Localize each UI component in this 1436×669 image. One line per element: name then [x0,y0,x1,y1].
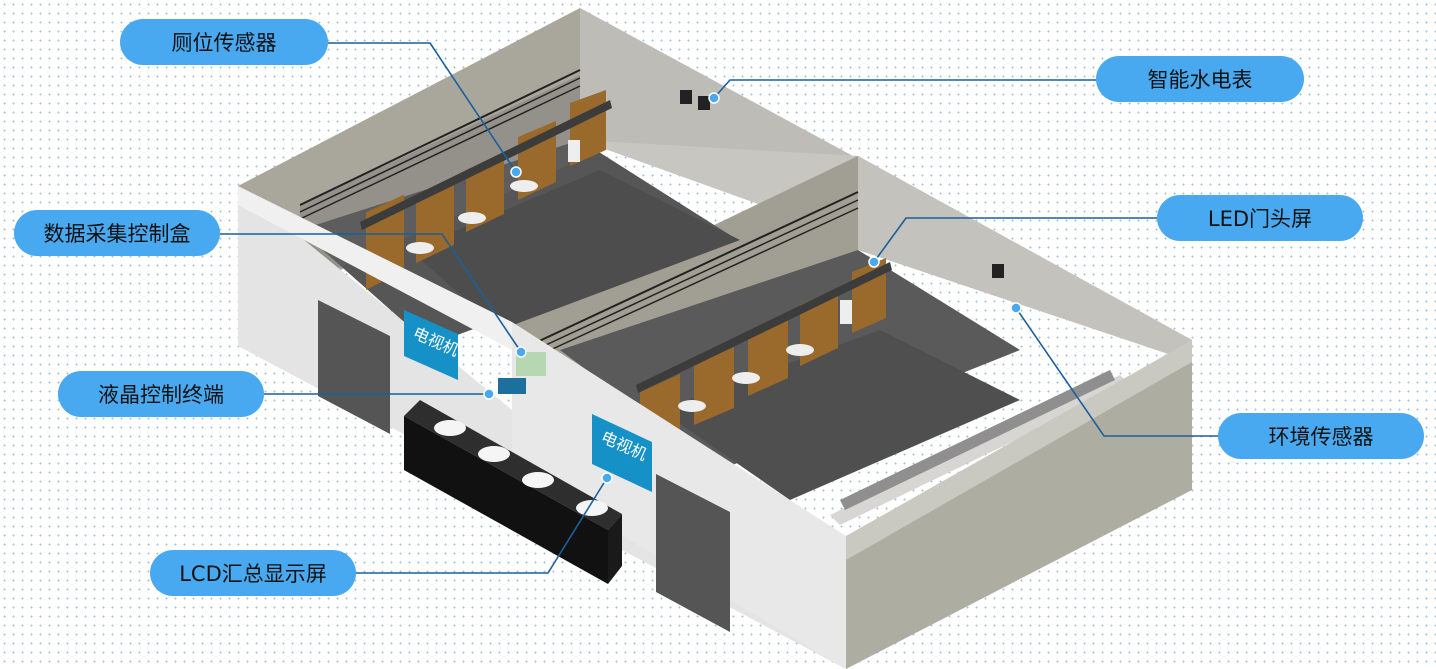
lcd-terminal-device [498,378,526,394]
stalls-lower [519,191,1130,525]
callout-lcd-display: LCD汇总显示屏 [150,550,356,596]
leader-dots [483,92,1022,484]
callout-water-meter: 智能水电表 [1096,56,1304,102]
callout-data-box: 数据采集控制盒 [14,210,220,256]
callout-toilet-sensor: 厕位传感器 [120,19,328,65]
env-sensor-device [992,264,1004,278]
callout-env-sensor: 环境传感器 [1218,413,1424,459]
sink-counter [404,400,622,584]
leader-lines [220,42,1218,574]
meter-device-2 [698,96,710,110]
callout-lcd-terminal: 液晶控制终端 [58,371,264,417]
meter-device [680,90,692,104]
entrance-doors [318,300,730,632]
callout-led-screen: LED门头屏 [1157,195,1363,241]
